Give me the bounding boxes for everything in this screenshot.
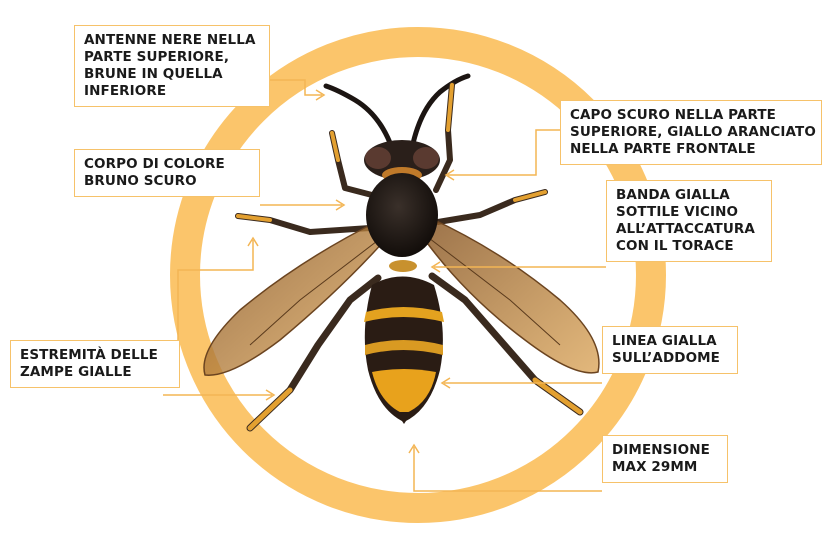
label-dimensione-line: DIMENSIONE xyxy=(612,442,718,459)
leader-estremita xyxy=(178,240,253,340)
label-estremita-line: ESTREMITÀ DELLE xyxy=(20,347,170,364)
label-banda-line: CON IL TORACE xyxy=(616,238,762,255)
label-corpo: CORPO DI COLORE BRUNO SCURO xyxy=(74,149,260,197)
label-banda-line: SOTTILE VICINO xyxy=(616,204,762,221)
label-estremita-line: ZAMPE GIALLE xyxy=(20,364,170,381)
label-banda-line: ALL’ATTACCATURA xyxy=(616,221,762,238)
label-banda: BANDA GIALLA SOTTILE VICINO ALL’ATTACCAT… xyxy=(606,180,772,262)
label-capo-line: CAPO SCURO NELLA PARTE xyxy=(570,107,812,124)
label-capo-line: SUPERIORE, GIALLO ARANCIATO xyxy=(570,124,812,141)
label-dimensione-line: MAX 29MM xyxy=(612,459,718,476)
label-corpo-line: BRUNO SCURO xyxy=(84,173,250,190)
label-linea-line: SULL’ADDOME xyxy=(612,350,728,367)
label-linea: LINEA GIALLA SULL’ADDOME xyxy=(602,326,738,374)
leader-capo xyxy=(448,130,560,175)
label-capo: CAPO SCURO NELLA PARTE SUPERIORE, GIALLO… xyxy=(560,100,822,165)
label-antenne-line: ANTENNE NERE NELLA xyxy=(84,32,260,49)
label-antenne-line: INFERIORE xyxy=(84,83,260,100)
label-estremita: ESTREMITÀ DELLE ZAMPE GIALLE xyxy=(10,340,180,388)
leader-dimensione xyxy=(414,447,602,491)
label-banda-line: BANDA GIALLA xyxy=(616,187,762,204)
label-antenne-line: PARTE SUPERIORE, xyxy=(84,49,260,66)
label-antenne-line: BRUNE IN QUELLA xyxy=(84,66,260,83)
label-dimensione: DIMENSIONE MAX 29MM xyxy=(602,435,728,483)
label-capo-line: NELLA PARTE FRONTALE xyxy=(570,141,812,158)
label-linea-line: LINEA GIALLA xyxy=(612,333,728,350)
leader-antenne xyxy=(270,80,322,95)
label-corpo-line: CORPO DI COLORE xyxy=(84,156,250,173)
label-antenne: ANTENNE NERE NELLA PARTE SUPERIORE, BRUN… xyxy=(74,25,270,107)
